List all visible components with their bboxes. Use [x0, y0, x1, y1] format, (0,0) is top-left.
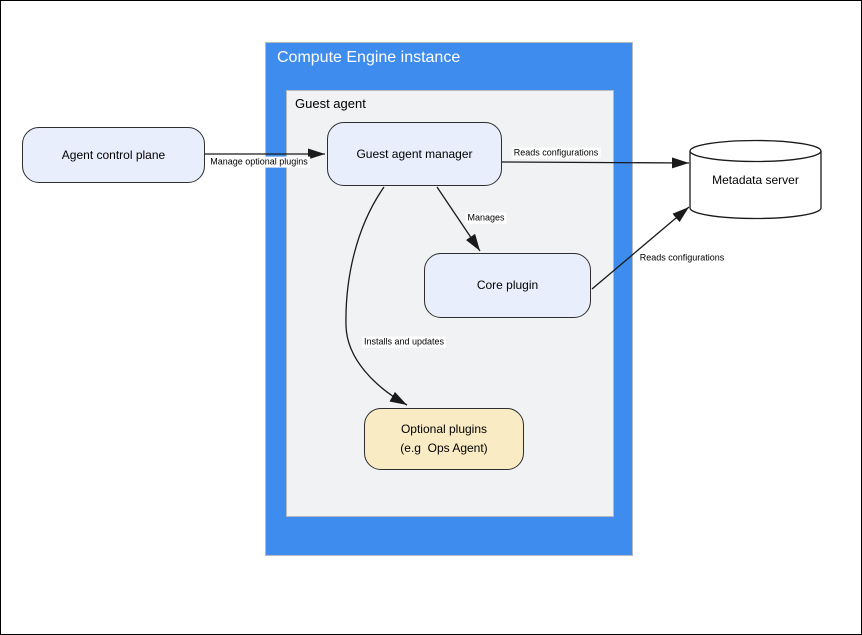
- edge-label-manage-optional-plugins: Manage optional plugins: [208, 156, 310, 168]
- edge-label-reads-configurations-manager: Reads configurations: [511, 147, 601, 159]
- guest-agent-manager-node: Guest agent manager: [327, 122, 502, 186]
- edge-label-reads-configurations-core: Reads configurations: [637, 252, 727, 264]
- metadata-server-label: Metadata server: [712, 172, 799, 187]
- guest-agent-manager-label: Guest agent manager: [356, 146, 473, 161]
- core-plugin-node: Core plugin: [424, 253, 591, 318]
- optional-plugins-node: Optional plugins (e.g Ops Agent): [364, 408, 524, 470]
- optional-plugins-label-line1: Optional plugins: [400, 422, 488, 437]
- compute-engine-instance-title: Compute Engine instance: [277, 49, 461, 66]
- core-plugin-label: Core plugin: [476, 278, 539, 293]
- guest-agent-title: Guest agent: [295, 96, 366, 111]
- edge-label-installs-and-updates: Installs and updates: [361, 336, 447, 348]
- edge-label-manages: Manages: [465, 212, 507, 224]
- optional-plugins-label-line2: (e.g Ops Agent): [400, 441, 488, 455]
- agent-control-plane-label: Agent control plane: [61, 147, 166, 162]
- agent-control-plane-node: Agent control plane: [22, 127, 205, 183]
